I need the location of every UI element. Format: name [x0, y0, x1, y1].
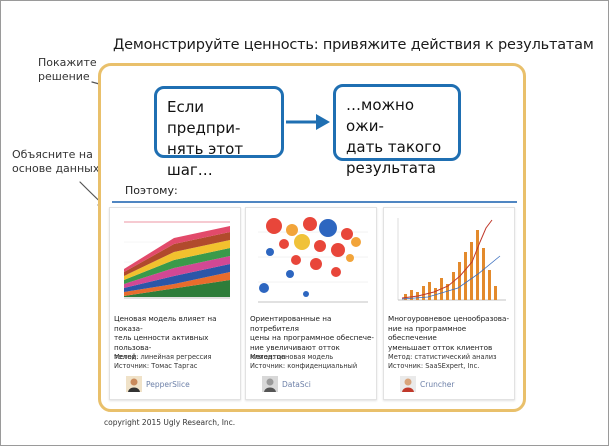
- author-link[interactable]: Cruncher: [420, 380, 455, 389]
- avatar: [262, 376, 278, 392]
- card-description: Многоуровневое ценообразова- ние на прог…: [388, 314, 510, 352]
- author-link[interactable]: DataSci: [282, 380, 311, 389]
- card-description: Ориентированные на потребителя цены на п…: [250, 314, 374, 361]
- card-method: Метод: статистический анализ: [388, 353, 497, 361]
- card-meta: Метод: статистический анализ Источник: S…: [388, 353, 512, 371]
- bubble-chart-thumbnail: [250, 212, 372, 308]
- card-meta: Метод: ценовая модель Источник: конфиден…: [250, 353, 374, 371]
- card-method: Метод: линейная регрессия: [114, 353, 212, 361]
- stacked-area-thumbnail: [114, 212, 236, 308]
- flow-arrow: [286, 114, 330, 130]
- copyright-notice: copyright 2015 Ugly Research, Inc.: [104, 418, 236, 427]
- slide-title: Демонстрируйте ценность: привяжите дейст…: [113, 37, 594, 53]
- card-meta: Метод: линейная регрессия Источник: Тома…: [114, 353, 238, 371]
- action-box: Если предпри- нять этот шаг…: [154, 86, 284, 179]
- therefore-label: Поэтому:: [125, 184, 178, 197]
- card-source: Источник: конфиденциальный: [250, 362, 358, 370]
- evidence-card-3[interactable]: Многоуровневое ценообразова- ние на прог…: [383, 207, 515, 400]
- author-link[interactable]: PepperSlice: [146, 380, 190, 389]
- show-solution-label: Покажите решение: [38, 56, 97, 83]
- avatar: [400, 376, 416, 392]
- section-divider: [112, 201, 517, 203]
- result-box: …можно ожи- дать такого результата: [333, 84, 461, 177]
- evidence-card-2[interactable]: Ориентированные на потребителя цены на п…: [245, 207, 377, 400]
- card-method: Метод: ценовая модель: [250, 353, 334, 361]
- evidence-card-1[interactable]: Ценовая модель влияет на показа- тель це…: [109, 207, 241, 400]
- card-source: Источник: Томас Таргас: [114, 362, 198, 370]
- card-source: Источник: SaaSExpert, Inc.: [388, 362, 480, 370]
- avatar: [126, 376, 142, 392]
- explain-with-data-label: Объясните на основе данных: [12, 148, 100, 175]
- histogram-thumbnail: [388, 212, 510, 308]
- card-description: Ценовая модель влияет на показа- тель це…: [114, 314, 217, 361]
